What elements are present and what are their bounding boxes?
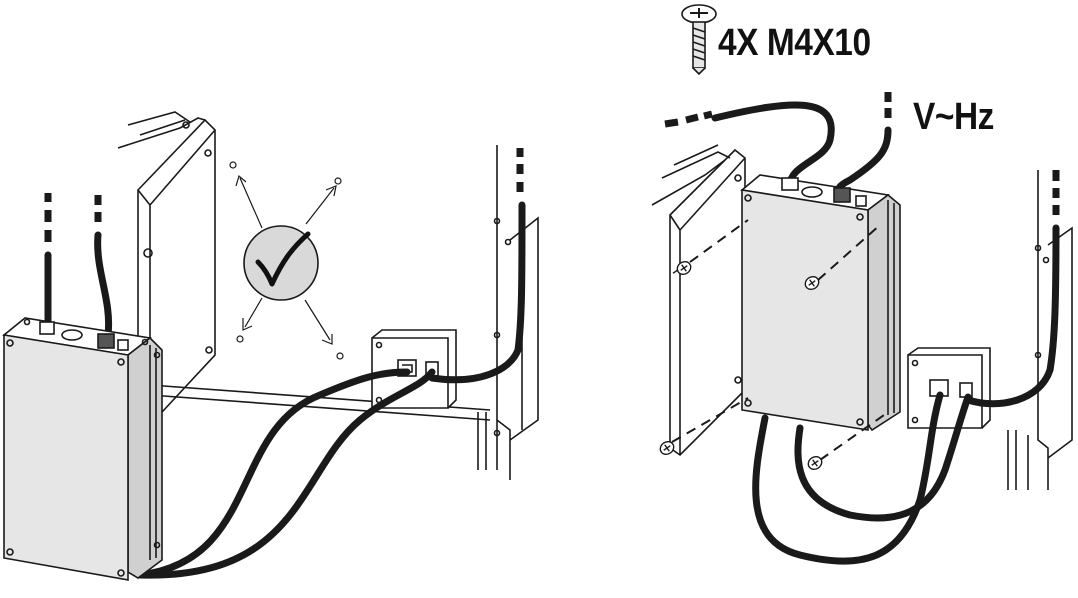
screw-icon <box>659 440 675 456</box>
right-power-supply <box>740 174 901 432</box>
left-scene <box>2 111 539 581</box>
right-cable-cuts <box>664 92 1060 215</box>
screw-icon-group <box>659 260 823 471</box>
left-cable-cuts <box>44 148 524 242</box>
power-spec-label: V~Hz <box>913 96 994 138</box>
checkmark-icon <box>243 225 319 301</box>
right-screw-guides <box>671 219 885 461</box>
right-rail <box>1007 170 1073 490</box>
left-cables <box>44 201 526 579</box>
right-connector-plate <box>907 347 991 429</box>
screw-spec-label: 4X M4X10 <box>718 22 871 64</box>
left-connector-plate <box>371 329 457 409</box>
screw-icon <box>804 275 820 291</box>
right-scene <box>651 92 1073 565</box>
left-power-supply <box>2 317 163 581</box>
screw-icon <box>672 260 692 276</box>
left-arrows <box>229 161 344 360</box>
screw-icon <box>807 455 823 471</box>
screw-icon <box>681 4 717 76</box>
right-wall-bracket <box>651 144 746 457</box>
left-rail <box>477 145 539 480</box>
